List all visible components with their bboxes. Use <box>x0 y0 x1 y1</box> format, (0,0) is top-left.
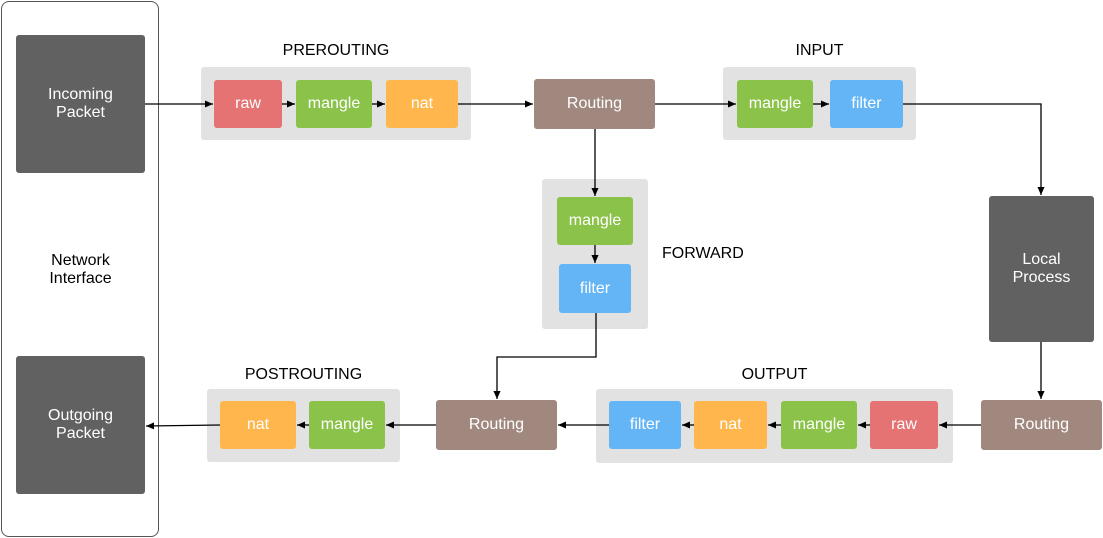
prerouting-raw-table: raw <box>214 80 282 128</box>
arrow-input-to-local-process <box>903 103 1045 195</box>
network-interface-label: Network Interface <box>49 252 112 287</box>
input-mangle-table: mangle <box>737 80 813 128</box>
output-filter-table: filter <box>609 401 681 449</box>
prerouting-mangle-table: mangle <box>296 80 372 128</box>
input-filter-table: filter <box>830 80 903 128</box>
arrow-forward-to-routing-bottom <box>493 313 597 399</box>
postrouting-label: POSTROUTING <box>244 366 363 383</box>
routing-bottom-box: Routing <box>436 400 557 450</box>
output-nat-table: nat <box>694 401 767 449</box>
prerouting-label: PREROUTING <box>282 42 390 59</box>
routing-top-box: Routing <box>534 79 655 129</box>
forward-label: FORWARD <box>662 245 744 262</box>
prerouting-nat-table: nat <box>386 80 458 128</box>
local-process-box: Local Process <box>989 196 1094 342</box>
postrouting-mangle-table: mangle <box>309 401 385 449</box>
forward-filter-table: filter <box>559 264 631 313</box>
forward-mangle-table: mangle <box>557 197 633 245</box>
routing-right-box: Routing <box>981 400 1102 450</box>
output-mangle-table: mangle <box>781 401 857 449</box>
input-label: INPUT <box>795 42 844 59</box>
arrow-postrouting-to-outgoing <box>145 422 221 430</box>
outgoing-packet-box: Outgoing Packet <box>16 356 145 494</box>
incoming-packet-box: Incoming Packet <box>16 35 145 173</box>
output-raw-table: raw <box>870 401 938 449</box>
output-label: OUTPUT <box>741 366 808 383</box>
postrouting-nat-table: nat <box>220 401 296 449</box>
